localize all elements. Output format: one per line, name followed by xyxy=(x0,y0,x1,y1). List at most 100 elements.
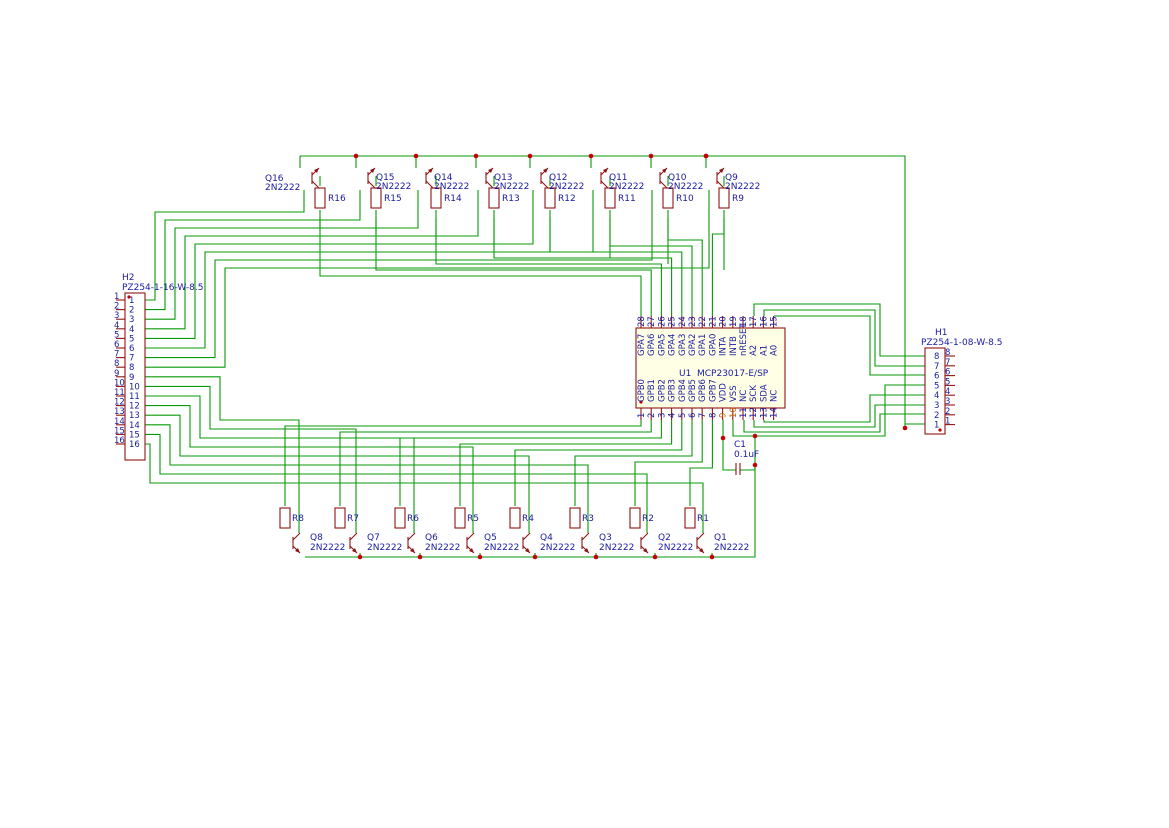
wires xyxy=(145,155,925,558)
h2-pin-num-inner: 3 xyxy=(129,315,134,325)
u1-top-pin-num: 24 xyxy=(678,316,688,327)
h1-pin-num-inner: 5 xyxy=(945,377,950,387)
u1-bottom-pin-name: VDD xyxy=(719,383,729,402)
junction-dot xyxy=(477,554,483,560)
junction-dot xyxy=(588,153,594,159)
u1-mcp23017[interactable]: U1 MCP23017-E/SP 28GPA727GPA626GPA525GPA… xyxy=(635,316,786,420)
junction-dot xyxy=(593,554,599,560)
transistor-value: 2N2222 xyxy=(540,543,575,553)
junction-dot xyxy=(648,153,654,159)
transistor-emitter-arrow xyxy=(719,168,724,173)
h2-pin-num-outer: 3 xyxy=(114,311,119,321)
h2-pin-num-inner: 14 xyxy=(129,421,140,431)
transistor-emitter-arrow xyxy=(410,548,415,553)
h1-ref: H1 xyxy=(935,328,948,338)
h2-pin-num-inner: 5 xyxy=(129,334,134,344)
transistor-ref: Q2 xyxy=(658,533,671,543)
transistor-emitter-arrow xyxy=(662,168,667,173)
wire xyxy=(145,405,474,533)
resistor-ref: R4 xyxy=(522,514,534,524)
c1-capacitor[interactable]: C1 0.1uF xyxy=(734,440,759,475)
u1-top-pin-name: GPA6 xyxy=(647,334,657,356)
transistor-ref: Q15 xyxy=(376,173,395,183)
transistor-ref: Q5 xyxy=(484,533,497,543)
resistor-ref: R15 xyxy=(384,194,402,204)
wire xyxy=(667,218,703,316)
resistor-body xyxy=(334,507,346,529)
resistor-body xyxy=(430,187,442,209)
junctions xyxy=(353,153,908,560)
h2-pin-num-outer: 4 xyxy=(114,321,119,331)
resistor-ref: R7 xyxy=(347,514,359,524)
wire xyxy=(145,190,361,311)
h2-pin-num-outer: 11 xyxy=(114,388,125,398)
resistor-ref: R16 xyxy=(328,194,346,204)
u1-top-pin-num: 23 xyxy=(688,316,698,327)
junction-dot xyxy=(752,462,758,468)
top-transistor-row: Q162N2222R16Q152N2222R15Q142N2222R14Q132… xyxy=(265,167,760,209)
u1-top-pin-labels: 28GPA727GPA626GPA525GPA424GPA323GPA222GP… xyxy=(637,316,780,356)
junction-dot xyxy=(652,554,658,560)
c1-ref: C1 xyxy=(734,440,746,450)
u1-bottom-pin-name: GPB2 xyxy=(657,379,667,402)
wire xyxy=(609,218,693,316)
u1-top-pin-name: A1 xyxy=(759,345,769,356)
transistor-value: 2N2222 xyxy=(484,543,519,553)
resistor-body xyxy=(488,187,500,209)
h2-pin-num-outer: 8 xyxy=(114,359,119,369)
transistor-collector xyxy=(581,532,590,541)
transistor-collector xyxy=(600,180,609,189)
transistor-value: 2N2222 xyxy=(658,543,693,553)
transistor-value: 2N2222 xyxy=(599,543,634,553)
transistor-emitter-arrow xyxy=(314,168,319,173)
h2-pin-num-outer: 16 xyxy=(114,436,125,446)
transistor-value: 2N2222 xyxy=(310,543,345,553)
transistor-collector xyxy=(292,532,301,541)
transistor-value: 2N2222 xyxy=(609,182,644,192)
h1-pin-num-inner: 4 xyxy=(945,387,950,397)
h2-pin-num-inner: 10 xyxy=(129,382,140,392)
h1-pin-num-inner: 7 xyxy=(945,358,950,368)
components: U1 MCP23017-E/SP 28GPA727GPA626GPA525GPA… xyxy=(114,167,1002,554)
wire xyxy=(145,190,419,320)
u1-top-pin-num: 26 xyxy=(657,316,667,327)
u1-top-pin-name: GPA2 xyxy=(688,334,698,356)
resistor-ref: R10 xyxy=(676,194,694,204)
h2-pin-num-outer: 10 xyxy=(114,378,125,388)
transistor-emitter-arrow xyxy=(370,168,375,173)
resistor-body xyxy=(569,507,581,529)
resistor-ref: R14 xyxy=(444,194,462,204)
u1-bottom-pin-name: SDA xyxy=(759,384,769,402)
wire xyxy=(145,190,594,349)
h1-pin-num-inner: 1 xyxy=(945,417,950,427)
h2-pin-num-inner: 7 xyxy=(129,354,134,364)
u1-bottom-pin-name: VSS xyxy=(729,385,739,402)
transistor-collector xyxy=(716,180,725,189)
wire xyxy=(743,413,925,433)
transistor-value: 2N2222 xyxy=(549,182,584,192)
wire xyxy=(459,420,673,506)
h2-pin-num-inner: 1 xyxy=(129,296,134,306)
wire xyxy=(774,315,925,376)
u1-top-pin-name: A2 xyxy=(749,345,759,356)
transistor-collector xyxy=(466,532,475,541)
